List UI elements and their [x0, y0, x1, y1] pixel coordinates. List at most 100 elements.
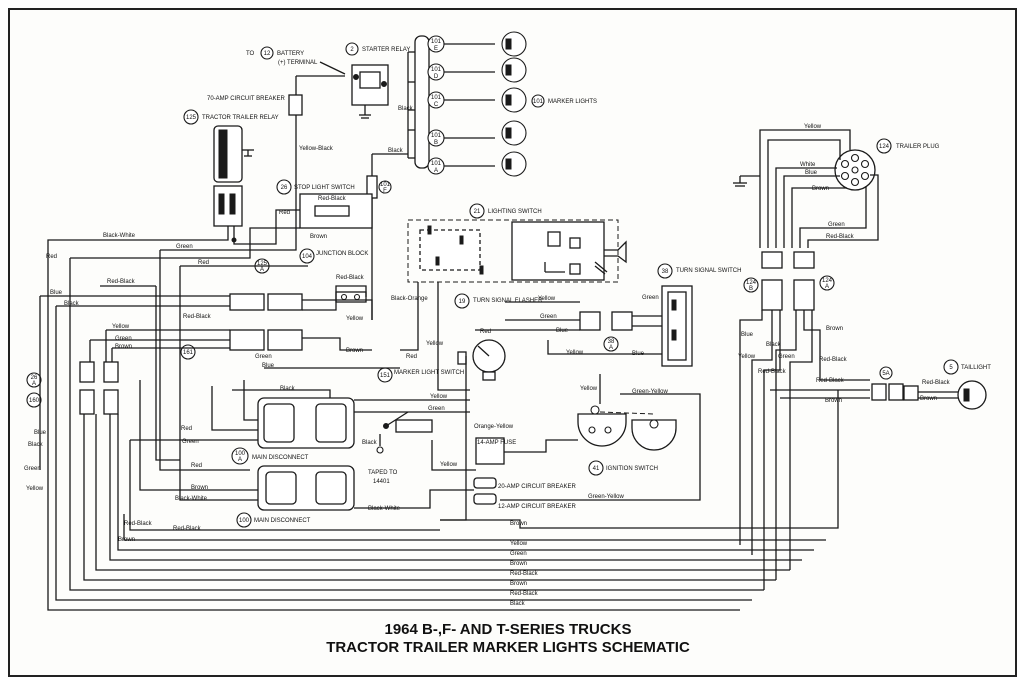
wiring-harness: Black-White Green Red Red Red-Black Blue… — [24, 209, 958, 611]
svg-text:Brown: Brown — [346, 348, 363, 354]
svg-text:A: A — [825, 284, 829, 290]
svg-text:Green-Yellow: Green-Yellow — [632, 389, 668, 395]
svg-text:Black: Black — [362, 440, 378, 446]
stop-light-switch: 26 STOP LIGHT SWITCH Red-Black Red Brown — [276, 179, 373, 240]
svg-text:Green: Green — [510, 551, 527, 557]
svg-text:E: E — [434, 46, 438, 52]
svg-text:Green: Green — [428, 406, 445, 412]
svg-text:Yellow: Yellow — [538, 296, 556, 302]
marker-unit-b: 101 B — [427, 120, 527, 147]
svg-text:Red: Red — [480, 329, 491, 335]
svg-text:(+) TERMINAL: (+) TERMINAL — [278, 60, 318, 66]
ignition-switch: 41 IGNITION SWITCH — [577, 405, 677, 476]
svg-text:TURN SIGNAL FLASHER: TURN SIGNAL FLASHER — [473, 298, 543, 304]
svg-text:19: 19 — [459, 299, 466, 305]
svg-text:26: 26 — [281, 185, 288, 191]
svg-text:Green: Green — [540, 314, 557, 320]
connector-160: 160 — [26, 389, 119, 415]
svg-text:Black: Black — [766, 342, 782, 348]
svg-text:Yellow: Yellow — [430, 394, 448, 400]
trailer-plug-wires: Yellow White Blue Brown Green Red-Black — [733, 124, 879, 248]
svg-text:Brown: Brown — [310, 234, 327, 240]
svg-text:A: A — [32, 381, 36, 387]
svg-text:A: A — [609, 345, 613, 351]
svg-text:Brown: Brown — [812, 186, 829, 192]
svg-text:Red-Black: Red-Black — [816, 378, 845, 384]
svg-text:161: 161 — [183, 350, 194, 356]
connector-26a: 26 A — [26, 361, 119, 388]
tractor-trailer-relay: 125 TRACTOR TRAILER RELAY — [183, 109, 279, 227]
svg-text:A: A — [238, 457, 242, 463]
svg-text:38: 38 — [662, 269, 669, 275]
svg-text:Red-Black: Red-Black — [819, 357, 848, 363]
svg-text:20-AMP CIRCUIT BREAKER: 20-AMP CIRCUIT BREAKER — [498, 484, 576, 490]
svg-text:TRAILER PLUG: TRAILER PLUG — [896, 144, 940, 150]
svg-text:C: C — [434, 102, 439, 108]
svg-text:Blue: Blue — [556, 328, 569, 334]
svg-text:14401: 14401 — [373, 479, 390, 485]
svg-text:Black: Black — [28, 442, 44, 448]
svg-text:125: 125 — [257, 261, 268, 267]
svg-text:Black-White: Black-White — [368, 506, 401, 512]
svg-text:Green: Green — [182, 439, 199, 445]
svg-text:LIGHTING SWITCH: LIGHTING SWITCH — [488, 209, 542, 215]
svg-text:Red-Black: Red-Black — [510, 571, 539, 577]
svg-text:Green: Green — [828, 222, 845, 228]
svg-text:Blue: Blue — [34, 430, 47, 436]
svg-text:Brown: Brown — [510, 581, 527, 587]
svg-text:TAILLIGHT: TAILLIGHT — [961, 365, 991, 371]
svg-text:MARKER LIGHT SWITCH: MARKER LIGHT SWITCH — [394, 370, 464, 376]
svg-text:Yellow: Yellow — [510, 541, 528, 547]
svg-text:101: 101 — [431, 161, 442, 167]
svg-text:Blue: Blue — [741, 332, 754, 338]
svg-text:Red: Red — [279, 210, 290, 216]
taped-label: TAPED TO 14401 — [368, 470, 398, 485]
svg-text:Black: Black — [510, 601, 526, 607]
svg-text:Brown: Brown — [825, 398, 842, 404]
title-line-1: 1964 B-,F- AND T-SERIES TRUCKS — [385, 621, 632, 638]
svg-text:70-AMP CIRCUIT BREAKER: 70-AMP CIRCUIT BREAKER — [207, 96, 285, 102]
svg-text:Black: Black — [398, 106, 414, 112]
svg-text:Green: Green — [778, 354, 795, 360]
trailer-plug: 124 TRAILER PLUG — [834, 138, 940, 191]
svg-text:Orange-Yellow: Orange-Yellow — [474, 424, 514, 430]
turn-signal-flasher: 19 TURN SIGNAL FLASHER — [454, 293, 543, 381]
svg-text:Yellow: Yellow — [426, 341, 444, 347]
svg-text:Brown: Brown — [191, 485, 208, 491]
svg-text:Green: Green — [642, 295, 659, 301]
svg-text:Yellow: Yellow — [804, 124, 822, 130]
svg-text:White: White — [800, 162, 816, 168]
svg-text:BATTERY: BATTERY — [277, 51, 304, 57]
diagram-title: 1964 B-,F- AND T-SERIES TRUCKS TRACTOR T… — [326, 621, 690, 656]
svg-text:JUNCTION BLOCK: JUNCTION BLOCK — [316, 251, 368, 257]
svg-text:Brown: Brown — [118, 537, 135, 543]
svg-text:D: D — [434, 74, 439, 80]
svg-text:MAIN DISCONNECT: MAIN DISCONNECT — [252, 455, 309, 461]
svg-text:Yellow: Yellow — [26, 486, 44, 492]
svg-text:Brown: Brown — [115, 344, 132, 350]
svg-text:101: 101 — [380, 182, 391, 188]
marker-light-switch: 151 MARKER LIGHT SWITCH — [377, 367, 464, 433]
svg-text:Green: Green — [115, 336, 132, 342]
svg-text:Yellow: Yellow — [738, 354, 756, 360]
svg-text:TAPED TO: TAPED TO — [368, 470, 398, 476]
marker-unit-e: 101 E — [427, 31, 527, 57]
svg-text:Green: Green — [24, 466, 41, 472]
svg-text:125: 125 — [186, 115, 197, 121]
svg-text:Red-Black: Red-Black — [826, 234, 855, 240]
title-line-2: TRACTOR TRAILER MARKER LIGHTS SCHEMATIC — [326, 639, 690, 656]
svg-text:Black-Orange: Black-Orange — [391, 296, 428, 302]
svg-text:124: 124 — [879, 144, 890, 150]
breaker-12-amp: 12-AMP CIRCUIT BREAKER — [473, 493, 576, 510]
svg-text:Black: Black — [388, 148, 404, 154]
marker-unit-a: 101 A — [427, 151, 527, 177]
svg-text:Yellow: Yellow — [566, 350, 584, 356]
svg-text:12-AMP CIRCUIT BREAKER: 12-AMP CIRCUIT BREAKER — [498, 504, 576, 510]
svg-text:2: 2 — [350, 47, 354, 53]
starter-relay: 2 STARTER RELAY — [345, 42, 410, 119]
svg-text:Red: Red — [406, 354, 417, 360]
svg-text:Blue: Blue — [50, 290, 63, 296]
svg-text:101: 101 — [431, 95, 442, 101]
junction-block: 104 JUNCTION BLOCK Red-Black Yellow — [299, 248, 368, 322]
